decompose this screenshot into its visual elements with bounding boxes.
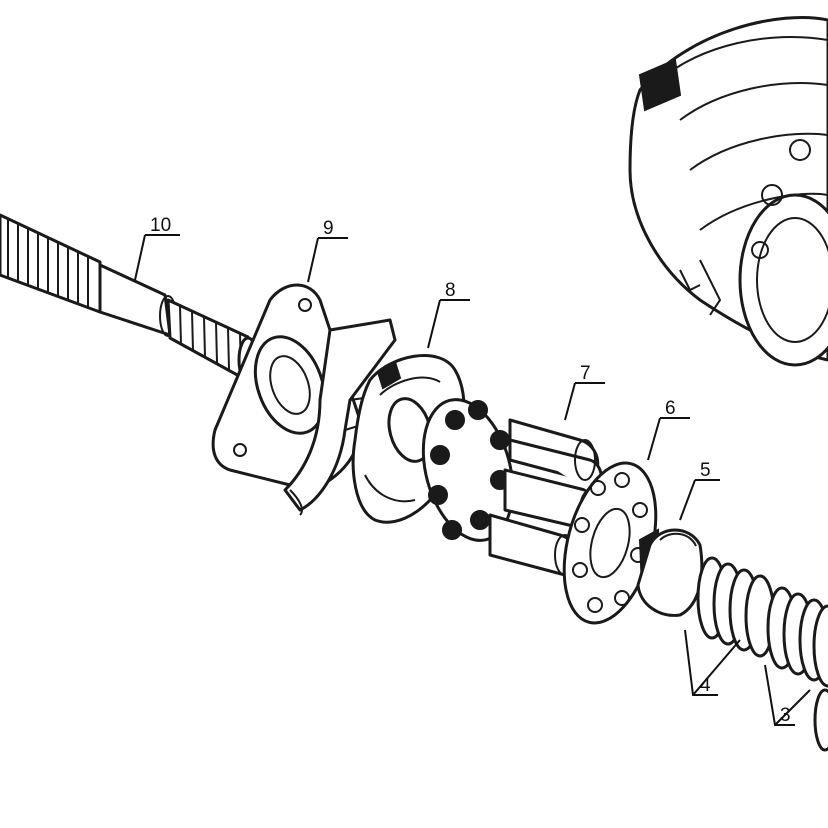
drive-shaft: [0, 213, 259, 384]
callout-9: 9: [323, 218, 334, 239]
callout-6: 6: [665, 398, 676, 419]
callout-leaders: [134, 234, 811, 726]
callout-10: 10: [150, 215, 171, 236]
callout-7: 7: [580, 363, 591, 384]
callout-8: 8: [445, 280, 456, 301]
callout-4: 4: [700, 675, 711, 696]
callout-3: 3: [780, 705, 791, 726]
callout-5: 5: [700, 460, 711, 481]
spring-stack: [696, 556, 828, 752]
pump-housing: [628, 16, 828, 367]
